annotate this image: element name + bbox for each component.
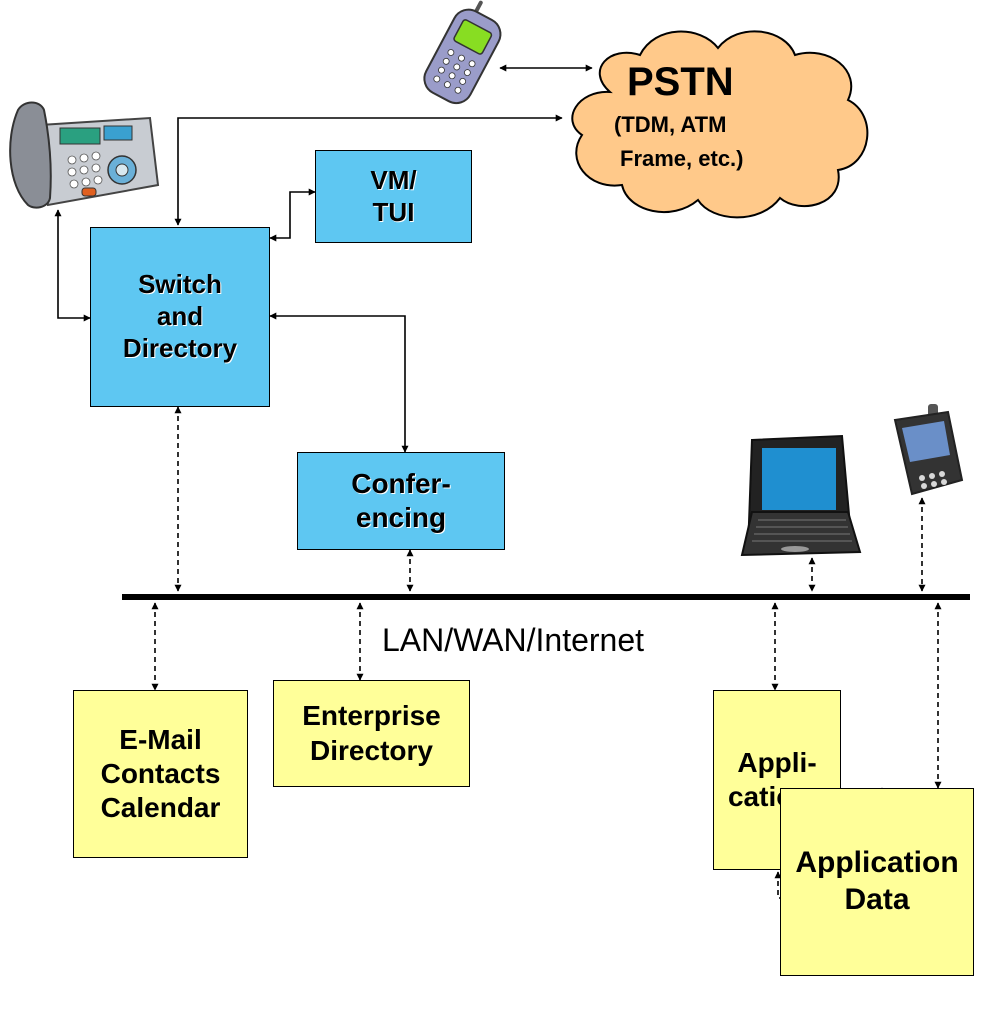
vm-box-line-2: TUI xyxy=(372,196,415,227)
email-box-line-3: Calendar xyxy=(100,792,221,824)
appdata-box-line-1: Application xyxy=(795,846,959,880)
switch-box-line-1: Switch xyxy=(138,269,222,300)
pstn-line-2: Frame, etc.) xyxy=(620,146,744,171)
application-data-box: Application Data xyxy=(780,788,974,976)
conferencing-box-line-2: encing xyxy=(355,502,447,533)
network-label: LAN/WAN/Internet xyxy=(382,622,645,658)
enterprise-directory-box: Enterprise Directory xyxy=(273,680,470,787)
cloud-icon xyxy=(571,30,869,219)
pda-icon xyxy=(893,404,964,496)
switch-and-directory-box: Switch and Directory xyxy=(90,227,270,407)
switch-box-line-3: Directory xyxy=(122,332,238,363)
connector-vm-switch xyxy=(269,188,316,242)
cell-phone-icon xyxy=(423,0,502,105)
switch-box-line-2: and xyxy=(156,301,204,332)
email-box-line-1: E-Mail xyxy=(119,723,202,755)
vm-box-line-1: VM/ xyxy=(370,164,417,195)
applications-box-line-1: Appli- xyxy=(737,746,817,778)
vm-tui-box: VM/ TUI xyxy=(315,150,472,243)
conferencing-box-line-1: Confer- xyxy=(351,467,451,499)
connector-deskphone-switch xyxy=(54,209,91,322)
laptop-icon xyxy=(740,434,862,557)
conferencing-box: Confer- encing xyxy=(297,452,505,550)
enterprise-box-line-2: Directory xyxy=(310,734,433,766)
connector-switch-conferencing xyxy=(269,312,409,453)
appdata-box-line-2: Data xyxy=(844,883,910,916)
email-box-line-2: Contacts xyxy=(100,757,221,789)
connector-switch-pstn xyxy=(174,114,563,226)
desk-phone-icon xyxy=(9,101,160,209)
enterprise-box-line-1: Enterprise xyxy=(302,700,441,732)
pstn-title: PSTN xyxy=(627,60,734,104)
email-contacts-calendar-box: E-Mail Contacts Calendar xyxy=(73,690,248,858)
pstn-line-1: (TDM, ATM xyxy=(614,112,727,137)
